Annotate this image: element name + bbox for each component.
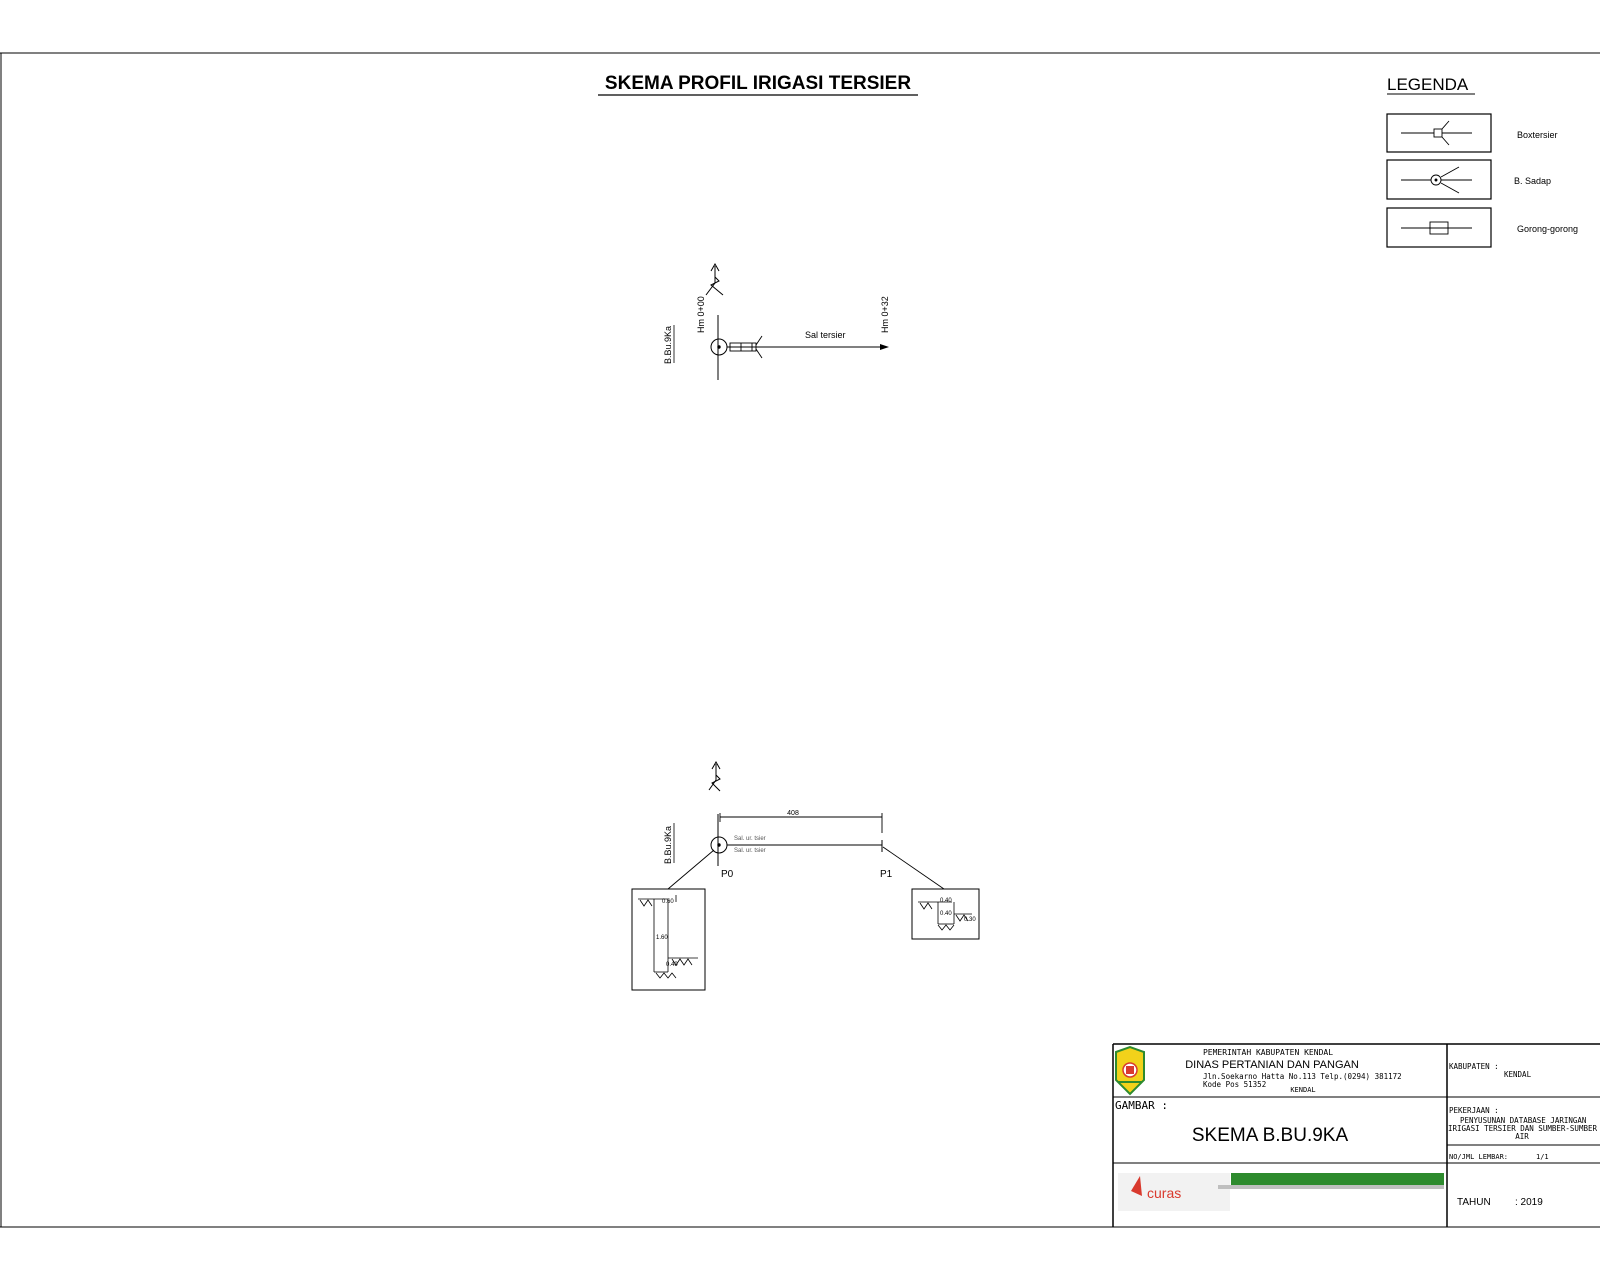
tahun-label: TAHUN (1457, 1197, 1491, 1208)
legend: LEGENDA Boxtersier B. Sad (1386, 75, 1578, 248)
agency-address: Jln.Soekarno Hatta No.113 Telp.(0294) 38… (1203, 1072, 1402, 1081)
kendal-emblem-logo (1115, 1045, 1145, 1096)
cross-section-p0: 0.60 1.60 0.40 (631, 888, 706, 991)
drawing-title: SKEMA B.BU.9KA (1192, 1125, 1349, 1146)
building-label: B.Bu.9Ka (663, 826, 673, 864)
legend-item-bangunan-sadap: B. Sadap (1386, 159, 1551, 200)
gov-name: PEMERINTAH KABUPATEN KENDAL (1203, 1048, 1333, 1057)
curas-logo: curas (1118, 1173, 1444, 1211)
section-top-label: 0.40 (940, 898, 952, 904)
agency-city: KENDAL (1290, 1086, 1315, 1094)
leader-lines (667, 846, 945, 890)
scheme-top: B.Bu.9Ka Hm 0+00 Hm 0+32 Sal tersier (663, 262, 890, 380)
sheet-label: NO/JML LEMBAR: (1449, 1153, 1508, 1161)
section-top-label: 0.60 (662, 899, 674, 905)
bangunan-sadap-icon (1401, 166, 1472, 194)
dimension-line (719, 813, 883, 833)
station-start: Hm 0+00 (696, 296, 706, 333)
north-arrow-icon (705, 262, 724, 296)
logo-wordmark: curas (1147, 1185, 1181, 1201)
cross-section-p1: 0.40 0.40 0.30 (911, 888, 980, 940)
section-inner-label: 0.40 (940, 911, 952, 917)
legend-item-gorong-gorong: Gorong-gorong (1386, 207, 1578, 248)
scheme-bottom: B.Bu.9Ka 408 Sal. ur. tsier Sal. ur. tsi… (631, 760, 980, 991)
channel-label: Sal. ur. tsier (734, 836, 766, 842)
legend-item-label: Boxtersier (1517, 130, 1558, 140)
tertiary-channel-arrow (727, 344, 889, 350)
legend-item-label: Gorong-gorong (1517, 224, 1578, 234)
section-bottom-label: 0.40 (666, 962, 678, 968)
agency-postal: Kode Pos 51352 (1203, 1080, 1266, 1089)
point-label-p0: P0 (721, 869, 734, 880)
channel-lines (710, 814, 883, 866)
agency-name: DINAS PERTANIAN DAN PANGAN (1185, 1059, 1359, 1071)
section-side-label: 0.30 (964, 917, 976, 923)
main-channel-line (710, 315, 728, 380)
point-label-p1: P1 (880, 869, 893, 880)
sheet-value: 1/1 (1536, 1153, 1549, 1161)
gambar-label: GAMBAR : (1115, 1099, 1168, 1112)
section-depth-label: 1.60 (656, 935, 668, 941)
station-end: Hm 0+32 (880, 296, 890, 333)
channel-label: Sal. ur. tsier (734, 848, 766, 854)
north-arrow-icon (708, 760, 721, 792)
legend-item-box-tersier: Boxtersier (1386, 113, 1558, 153)
sheet-frame (0, 52, 1600, 1228)
distance-label: 408 (787, 810, 799, 817)
kabupaten-value: KENDAL (1504, 1070, 1532, 1079)
channel-label: Sal tersier (805, 330, 846, 340)
kabupaten-label: KABUPATEN : (1449, 1062, 1499, 1071)
pekerjaan-line: PENYUSUNAN DATABASE JARINGAN (1460, 1116, 1586, 1125)
building-label: B.Bu.9Ka (663, 326, 673, 364)
pekerjaan-line: IRIGASI TERSIER DAN SUMBER-SUMBER (1448, 1124, 1597, 1133)
title-block: PEMERINTAH KABUPATEN KENDAL DINAS PERTAN… (1112, 1043, 1600, 1227)
pekerjaan-label: PEKERJAAN : (1449, 1106, 1499, 1115)
legend-item-label: B. Sadap (1514, 176, 1551, 186)
page-title: SKEMA PROFIL IRIGASI TERSIER (605, 73, 911, 94)
pekerjaan-line: AIR (1515, 1132, 1529, 1141)
legend-heading: LEGENDA (1387, 75, 1469, 94)
gorong-gorong-icon (1401, 221, 1472, 235)
box-tersier-icon (1401, 120, 1472, 146)
tahun-value: : 2019 (1515, 1197, 1543, 1208)
